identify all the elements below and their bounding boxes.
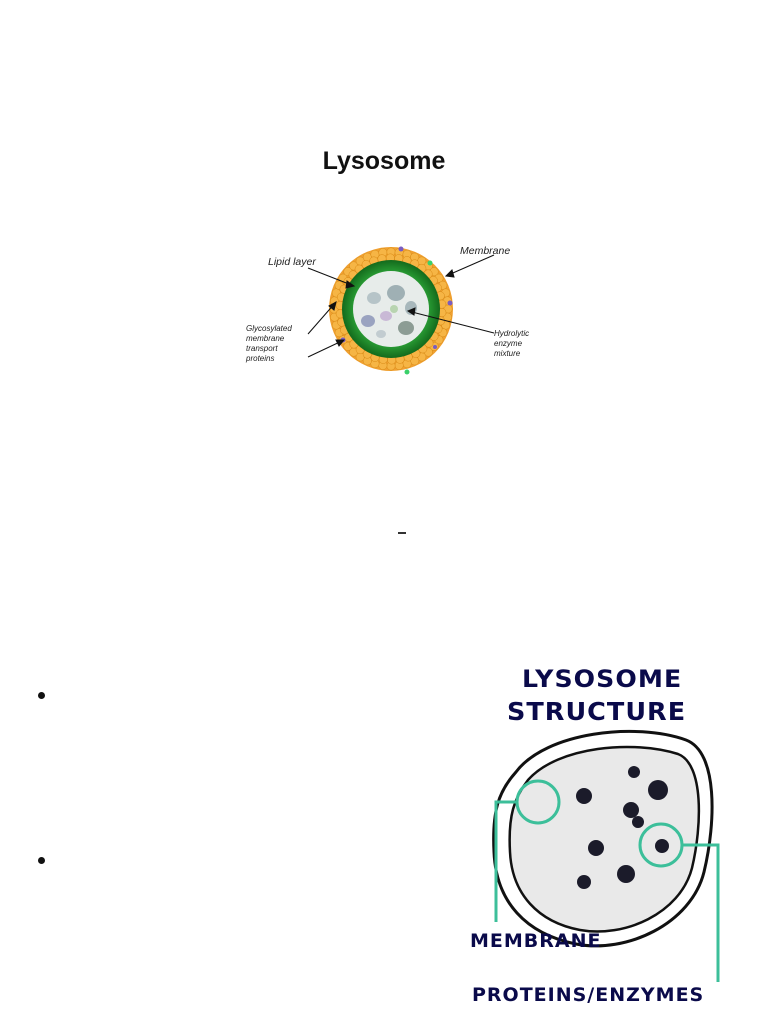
highlight-markers (494, 779, 720, 982)
bullet-point (38, 692, 45, 699)
label-lipid-layer: Lipid layer (268, 256, 316, 268)
figure2-heading-line1: LYSOSOME (522, 665, 683, 693)
label-arrows (307, 254, 495, 358)
label-line: transport (246, 344, 278, 353)
lysosome-structure-drawing (492, 729, 720, 982)
figure2-heading-line2: STRUCTURE (507, 697, 687, 726)
bullet-point (38, 857, 45, 864)
label-line: membrane (246, 334, 285, 343)
lysosome-diagram (307, 246, 495, 375)
dash-mark (398, 532, 406, 534)
label-line: enzyme (494, 339, 523, 348)
protein-granules (576, 766, 669, 889)
label-glycosylated-proteins: Glycosylated membrane transport proteins (246, 324, 306, 364)
figure2-label-membrane: MEMBRANE (470, 930, 602, 952)
label-line: Glycosylated (246, 324, 292, 333)
figure2-label-proteins: PROTEINS/ENZYMES (472, 984, 705, 1006)
label-line: Hydrolytic (494, 329, 530, 338)
label-line: proteins (246, 354, 275, 363)
label-membrane: Membrane (460, 245, 511, 257)
label-line: mixture (494, 349, 521, 358)
page-title: Lysosome (322, 147, 446, 175)
label-hydrolytic-enzyme: Hydrolytic enzyme mixture (494, 329, 544, 359)
inner-outline (508, 745, 701, 933)
